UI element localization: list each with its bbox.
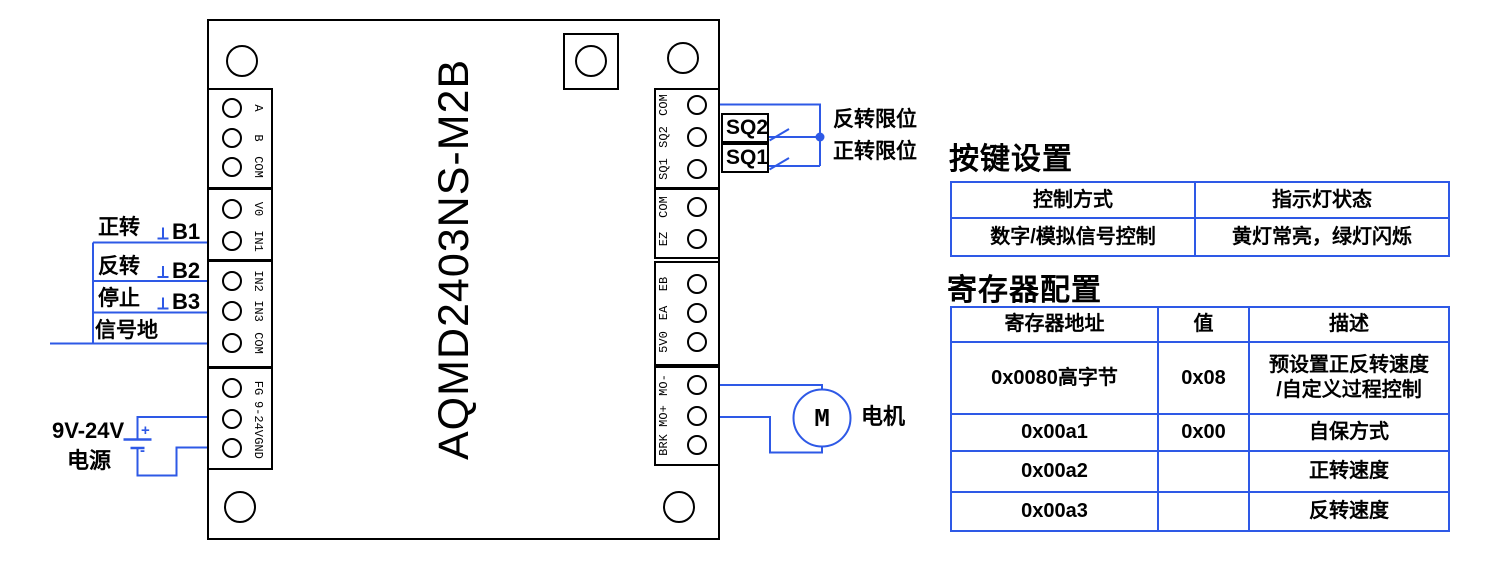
- switch-sq1-blade-icon: [768, 157, 790, 171]
- cell-indicator-status: 黄灯常亮，绿灯闪烁: [1194, 217, 1450, 257]
- terminal-block-v0in1: [207, 188, 273, 261]
- battery-minus-sign: -: [140, 442, 145, 459]
- terminal-hole-brk: [687, 435, 707, 455]
- terminal-hole-fg: [222, 378, 242, 398]
- forward-limit-label: 正转限位: [833, 140, 917, 163]
- setup-button-circle: [575, 45, 607, 77]
- mounting-hole-top-right: [667, 42, 699, 74]
- cell-addr-00a1: 0x00a1: [950, 413, 1159, 452]
- terminal-hole-v0: [222, 199, 242, 219]
- battery-plus-sign: +: [141, 422, 150, 439]
- header-indicator-status: 指示灯状态: [1194, 181, 1450, 219]
- terminal-hole-ea: [687, 303, 707, 323]
- terminal-hole-com2: [222, 333, 242, 353]
- pushbutton-b1-icon: [157, 227, 169, 240]
- terminal-hole-924v: [222, 409, 242, 429]
- terminal-hole-eb: [687, 274, 707, 294]
- register-config-title: 寄存器配置: [947, 274, 1102, 307]
- register-header-row: 寄存器地址 值 描述: [950, 306, 1450, 343]
- button-settings-title: 按键设置: [949, 143, 1073, 176]
- reverse-limit-label: 反转限位: [833, 108, 917, 131]
- cell-value-00a1: 0x00: [1157, 413, 1250, 452]
- terminal-hole-sq2: [687, 127, 707, 147]
- terminal-hole-in2: [222, 271, 242, 291]
- motor-circle: [792, 388, 852, 448]
- terminal-hole-com1: [222, 157, 242, 177]
- cell-value-0080: 0x08: [1157, 341, 1250, 415]
- terminal-hole-a: [222, 98, 242, 118]
- terminal-hole-com3: [687, 95, 707, 115]
- wire-battery-minus: [136, 446, 209, 477]
- board-name: AQMD2403NS-M2B: [430, 58, 478, 460]
- terminal-hole-mo-plus: [687, 406, 707, 426]
- register-row-00a2: 0x00a2 正转速度: [950, 450, 1450, 493]
- cell-value-00a2: [1157, 450, 1250, 493]
- register-row-00a1: 0x00a1 0x00 自保方式: [950, 413, 1450, 452]
- terminal-hole-in1: [222, 231, 242, 251]
- power-supply-label: 电源: [67, 448, 112, 473]
- header-register-desc: 描述: [1248, 306, 1450, 343]
- header-register-value: 值: [1157, 306, 1250, 343]
- header-register-address: 寄存器地址: [950, 306, 1159, 343]
- button-b2-label: B2: [172, 258, 201, 283]
- wire-com-to-switches: [720, 103, 821, 166]
- limit-switch-sq2-box: SQ2: [721, 113, 769, 143]
- header-control-mode: 控制方式: [950, 181, 1196, 219]
- wire-battery-plus: [136, 416, 209, 439]
- switch-sq2-blade-icon: [768, 128, 790, 142]
- pushbutton-b2-icon: [157, 266, 169, 278]
- stop-label: 停止: [98, 287, 140, 310]
- register-row-0080: 0x0080高字节 0x08 预设置正反转速度 /自定义过程控制: [950, 341, 1450, 415]
- terminal-block-ez: [654, 188, 720, 259]
- register-config-table: 寄存器地址 值 描述 0x0080高字节 0x08 预设置正反转速度 /自定义过…: [950, 306, 1450, 532]
- terminal-hole-in3: [222, 301, 242, 321]
- terminal-hole-gnd: [222, 438, 242, 458]
- terminal-hole-mo-minus: [687, 375, 707, 395]
- button-b1-label: B1: [172, 219, 201, 244]
- terminal-hole-sq1: [687, 159, 707, 179]
- reverse-label: 反转: [98, 255, 140, 278]
- mounting-hole-top-left: [226, 45, 258, 77]
- motor-m-symbol: M: [814, 404, 830, 434]
- terminal-hole-b: [222, 128, 242, 148]
- pin-label-brk: BRK: [657, 434, 671, 456]
- limit-switch-sq1-box: SQ1: [721, 143, 769, 173]
- cell-desc-00a2: 正转速度: [1248, 450, 1450, 493]
- power-voltage-label: 9V-24V: [52, 418, 125, 443]
- cell-desc-00a3: 反转速度: [1248, 491, 1450, 532]
- cell-control-mode: 数字/模拟信号控制: [950, 217, 1196, 257]
- button-b3-label: B3: [172, 289, 201, 314]
- button-settings-table: 控制方式 指示灯状态 数字/模拟信号控制 黄灯常亮，绿灯闪烁: [950, 181, 1450, 257]
- cell-desc-00a1: 自保方式: [1248, 413, 1450, 452]
- cell-value-00a3: [1157, 491, 1250, 532]
- wire-mo-minus: [720, 384, 823, 390]
- signal-ground-label: 信号地: [95, 319, 158, 342]
- button-settings-data-row: 数字/模拟信号控制 黄灯常亮，绿灯闪烁: [950, 217, 1450, 257]
- pushbutton-b3-icon: [157, 297, 169, 310]
- wire-mo-plus: [720, 416, 823, 454]
- cell-addr-00a3: 0x00a3: [950, 491, 1159, 532]
- cell-addr-00a2: 0x00a2: [950, 450, 1159, 493]
- register-row-00a3: 0x00a3 反转速度: [950, 491, 1450, 532]
- cell-desc-0080: 预设置正反转速度 /自定义过程控制: [1248, 341, 1450, 415]
- cell-addr-0080: 0x0080高字节: [950, 341, 1159, 415]
- button-settings-header-row: 控制方式 指示灯状态: [950, 181, 1450, 219]
- pin-label-gnd: GND: [251, 437, 265, 459]
- terminal-hole-5v0: [687, 332, 707, 352]
- terminal-hole-ez: [687, 229, 707, 249]
- board-outline: [207, 19, 720, 540]
- forward-label: 正转: [98, 216, 140, 239]
- mounting-hole-bottom-right: [663, 491, 695, 523]
- terminal-hole-com4: [687, 197, 707, 217]
- motor-label: 电机: [861, 404, 906, 429]
- mounting-hole-bottom-left: [224, 491, 256, 523]
